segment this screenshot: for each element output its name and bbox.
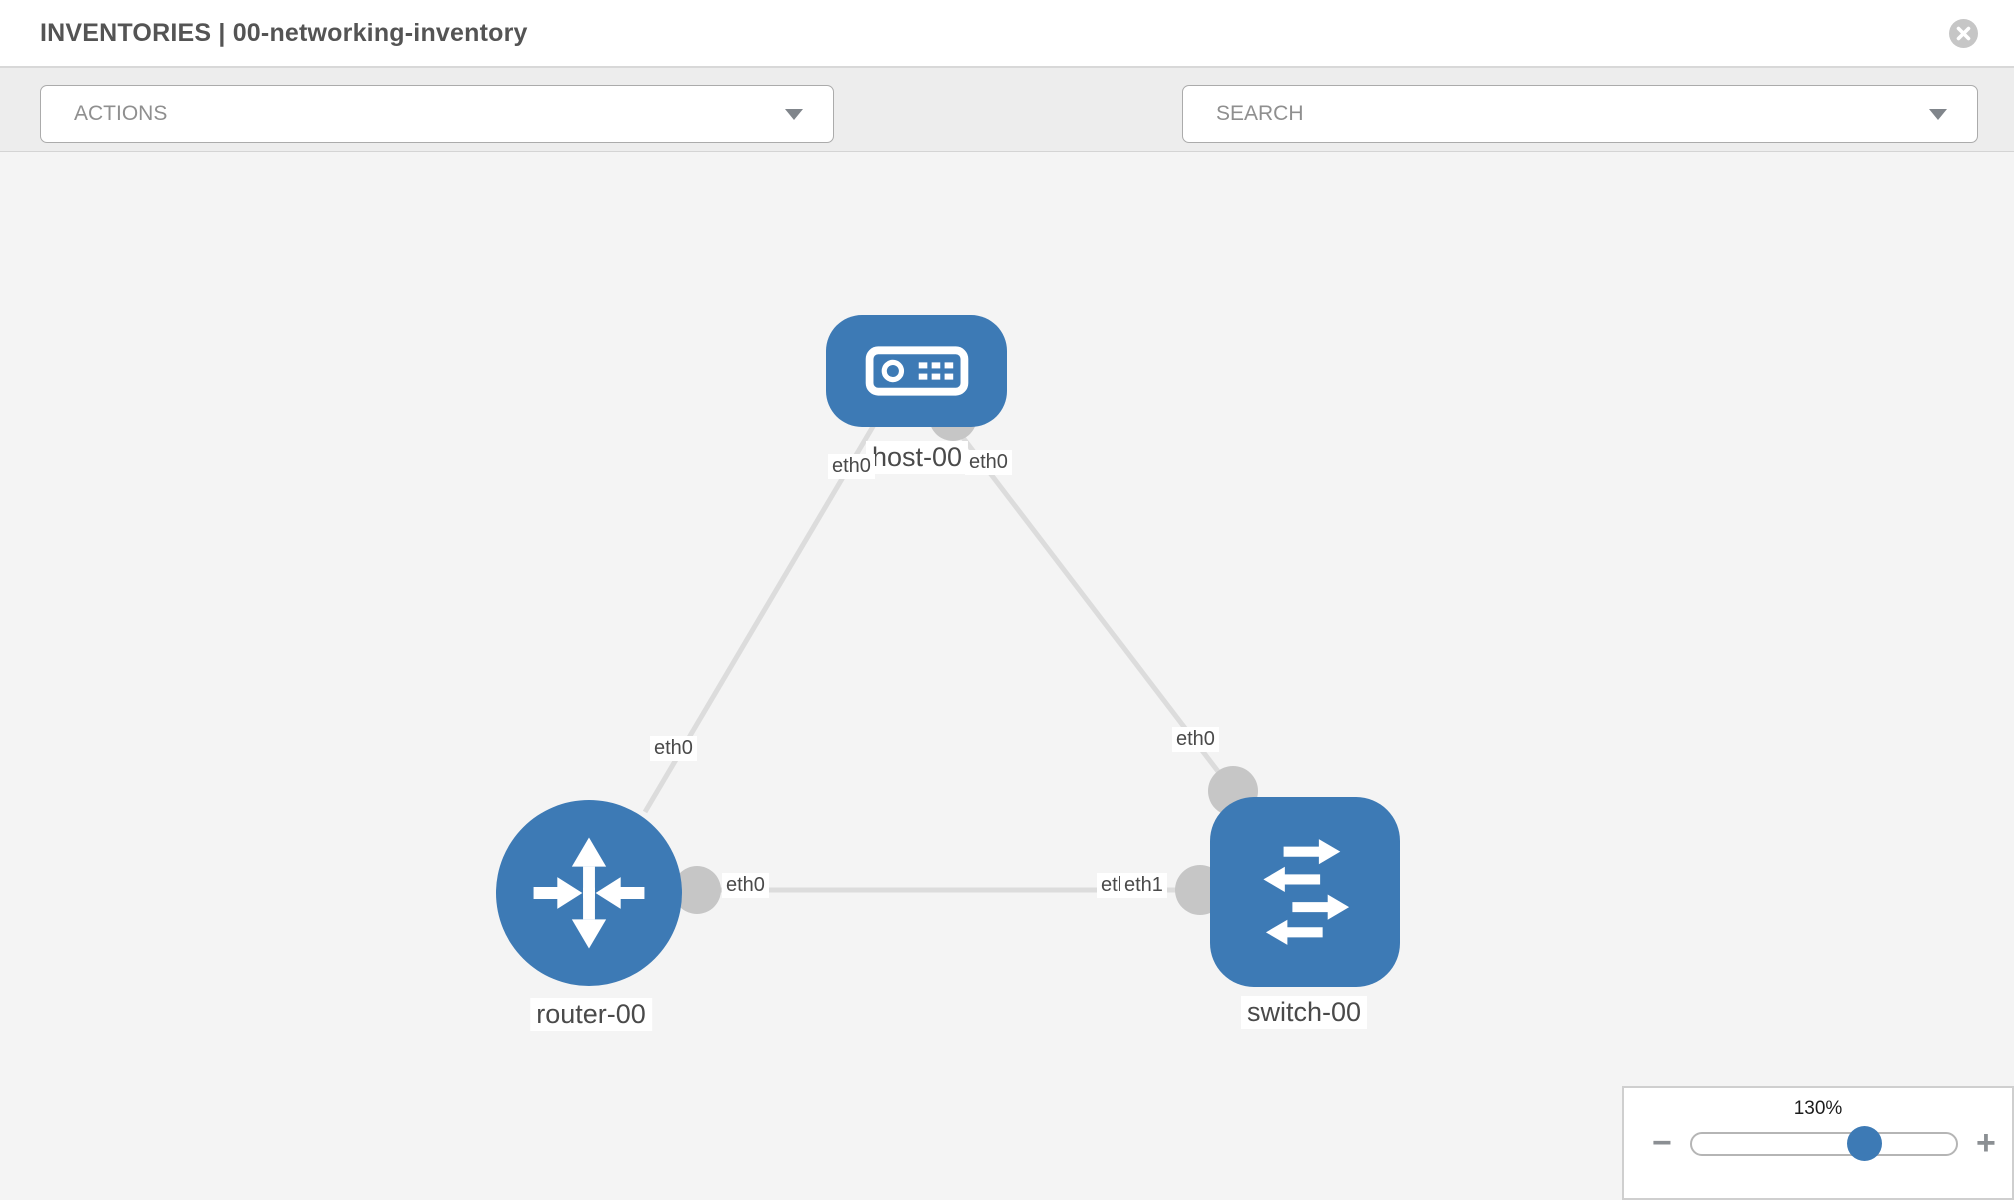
search-dropdown-label: SEARCH bbox=[1216, 102, 1304, 125]
actions-dropdown[interactable]: ACTIONS bbox=[40, 85, 834, 143]
page-title: INVENTORIES | 00-networking-inventory bbox=[40, 18, 528, 47]
zoom-slider-handle[interactable] bbox=[1847, 1126, 1882, 1161]
if-label-host-eth0-left: eth0 bbox=[828, 454, 875, 479]
zoom-panel: 130% − + bbox=[1622, 1086, 2014, 1200]
search-dropdown[interactable]: SEARCH bbox=[1182, 85, 1978, 143]
close-button[interactable] bbox=[1949, 19, 1978, 48]
topology-links bbox=[640, 416, 1240, 893]
node-switch-00[interactable] bbox=[1210, 797, 1400, 987]
if-label-router-eth0: eth0 bbox=[722, 873, 769, 898]
router-icon bbox=[533, 837, 645, 949]
node-router-00[interactable] bbox=[496, 800, 682, 986]
actions-dropdown-label: ACTIONS bbox=[74, 102, 168, 125]
host-icon bbox=[865, 346, 968, 396]
if-label-switch-eth1: eth1 bbox=[1120, 873, 1167, 898]
zoom-slider-track[interactable] bbox=[1690, 1132, 1958, 1156]
node-host-00[interactable] bbox=[826, 315, 1007, 427]
if-label-switch-eth0-uplink: eth0 bbox=[1172, 727, 1219, 752]
toolbar: ACTIONS SEARCH bbox=[0, 68, 2014, 200]
chevron-down-icon bbox=[785, 108, 803, 120]
topology-canvas[interactable]: host-00 router-00 switch-00 eth0 eth0 et… bbox=[0, 152, 2014, 1200]
if-label-router-eth0-uplink: eth0 bbox=[650, 736, 697, 761]
switch-icon bbox=[1263, 839, 1350, 945]
node-label-switch-00: switch-00 bbox=[1240, 996, 1368, 1030]
if-label-host-eth0-right: eth0 bbox=[965, 450, 1012, 475]
zoom-out-button[interactable]: − bbox=[1652, 1124, 1672, 1162]
node-label-router-00: router-00 bbox=[530, 998, 652, 1032]
chevron-down-icon bbox=[1929, 108, 1947, 120]
close-icon bbox=[1956, 26, 1971, 41]
zoom-in-button[interactable]: + bbox=[1976, 1124, 1996, 1162]
zoom-level-value: 130% bbox=[1793, 1098, 1843, 1119]
node-label-host-00: host-00 bbox=[865, 441, 969, 475]
header-bar: INVENTORIES | 00-networking-inventory bbox=[0, 0, 2014, 68]
